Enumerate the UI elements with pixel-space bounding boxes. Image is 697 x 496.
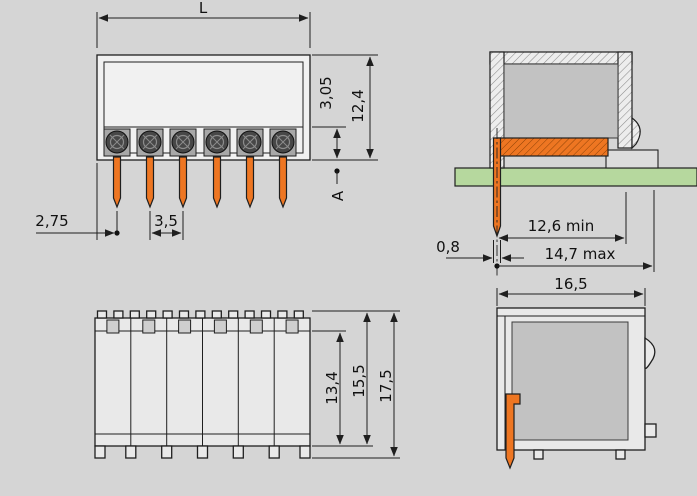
- dim-label-L: L: [199, 0, 208, 17]
- dim-17-5: 17,5: [312, 312, 400, 459]
- dim-label-2-75: 2,75: [35, 212, 68, 230]
- dim-14-7-max: 14,7 max: [494, 190, 655, 272]
- dim-label-A: A: [329, 190, 347, 201]
- hold-down-leg: [605, 149, 659, 169]
- dim-0-8: 0,8: [436, 238, 524, 263]
- contact-insert: [503, 63, 619, 139]
- dim-label-3-5: 3,5: [154, 212, 178, 230]
- side-feet: [533, 449, 626, 460]
- insert-side: [511, 321, 629, 441]
- housing-top-wall: [489, 51, 633, 65]
- side-latch: [644, 336, 656, 370]
- dim-15-5: 15,5: [312, 310, 400, 445]
- housing-latch: [631, 116, 641, 150]
- dim-12-4: 12,4: [312, 54, 378, 161]
- bottom-feet: [94, 445, 311, 459]
- dim-A: A: [329, 168, 347, 201]
- dim-label-17-5: 17,5: [377, 369, 395, 402]
- dim-3-5: 3,5: [149, 211, 184, 240]
- solder-pin-side: [505, 393, 521, 470]
- view-side-section: 12,6 min 14,7 max 0,8: [436, 51, 697, 278]
- dim-label-16-5: 16,5: [554, 275, 587, 293]
- pole-dividers: [130, 318, 275, 446]
- view-front-pin-header: L 3,05 12,4 A 2,75: [35, 0, 378, 240]
- dim-3-05: 3,05: [312, 76, 346, 159]
- dim-L: L: [96, 0, 311, 48]
- view-side-housing: 16,5: [496, 275, 657, 470]
- dim-16-5: 16,5: [496, 275, 646, 306]
- dim-12-6-min: 12,6 min: [498, 192, 627, 244]
- view-front-housing: 13,4 15,5 17,5: [94, 310, 400, 459]
- side-tab: [644, 423, 657, 438]
- dim-label-14-7-max: 14,7 max: [545, 245, 616, 263]
- pcb: [454, 167, 697, 187]
- dim-label-3-05: 3,05: [317, 76, 335, 109]
- dim-label-13-4: 13,4: [323, 371, 341, 404]
- dim-2-75: 2,75: [35, 163, 120, 240]
- dim-label-12-4: 12,4: [349, 89, 367, 122]
- dim-label-0-8: 0,8: [436, 238, 460, 256]
- dim-13-4: 13,4: [312, 330, 373, 447]
- housing-right-wall: [617, 51, 633, 149]
- dim-label-15-5: 15,5: [350, 364, 368, 397]
- contact-section: [497, 137, 609, 157]
- dim-label-12-6-min: 12,6 min: [528, 217, 594, 235]
